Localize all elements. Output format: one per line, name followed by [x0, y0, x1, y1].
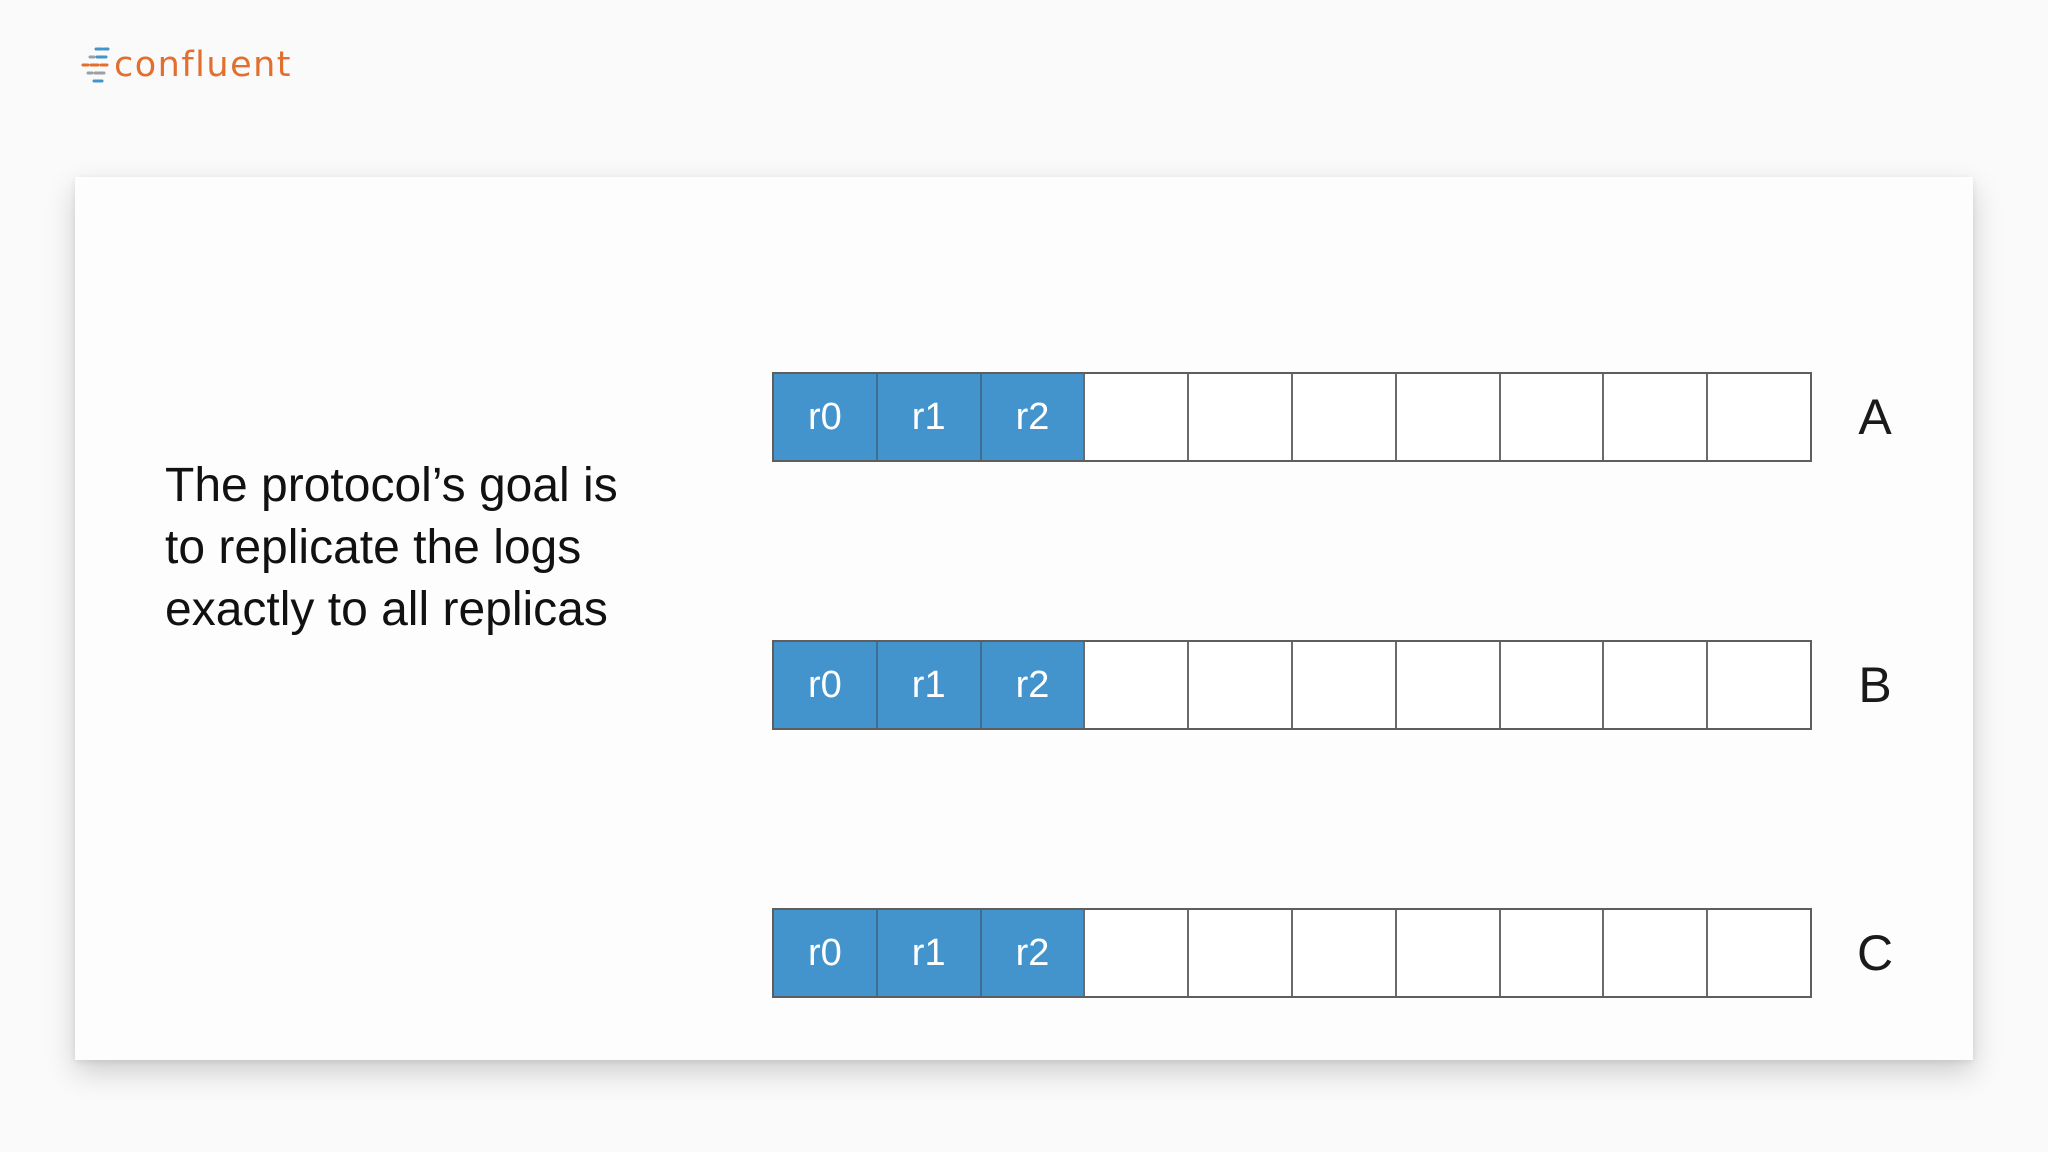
empty-log-slot: [1602, 910, 1706, 996]
replica-label: C: [1856, 925, 1894, 981]
empty-log-slot: [1394, 642, 1499, 728]
empty-log-slot: [1706, 374, 1810, 460]
empty-log-slot: [1290, 910, 1395, 996]
log-entry-r1: r1: [875, 374, 980, 460]
logo-wordmark: confluent: [114, 44, 293, 85]
confluent-logo: confluent: [80, 40, 292, 90]
empty-log-slot: [1187, 910, 1291, 996]
log-entry-r2: r2: [979, 910, 1084, 996]
empty-log-slot: [1498, 374, 1603, 460]
log-entry-r0: r0: [774, 374, 876, 460]
empty-log-slot: [1290, 642, 1395, 728]
empty-log-slot: [1290, 374, 1395, 460]
replica-label: A: [1858, 389, 1892, 445]
empty-log-slot: [1602, 374, 1706, 460]
empty-log-slot: [1394, 374, 1499, 460]
slide-goal-text: The protocol’s goal is to replicate the …: [165, 459, 618, 636]
log-entry-r1: r1: [875, 910, 980, 996]
replica-label: B: [1858, 657, 1892, 713]
empty-log-slot: [1083, 642, 1187, 728]
empty-log-slot: [1498, 910, 1603, 996]
log-entry-r2: r2: [979, 642, 1084, 728]
empty-log-slot: [1706, 642, 1810, 728]
log-entry-r1: r1: [875, 642, 980, 728]
empty-log-slot: [1187, 374, 1291, 460]
empty-log-slot: [1602, 642, 1706, 728]
log-entry-r0: r0: [774, 642, 876, 728]
empty-log-slot: [1706, 910, 1810, 996]
log-entry-r0: r0: [774, 910, 876, 996]
empty-log-slot: [1394, 910, 1499, 996]
log-entry-r2: r2: [979, 374, 1084, 460]
empty-log-slot: [1083, 910, 1187, 996]
empty-log-slot: [1498, 642, 1603, 728]
empty-log-slot: [1083, 374, 1187, 460]
empty-log-slot: [1187, 642, 1291, 728]
confluent-mark-icon: [81, 47, 110, 83]
